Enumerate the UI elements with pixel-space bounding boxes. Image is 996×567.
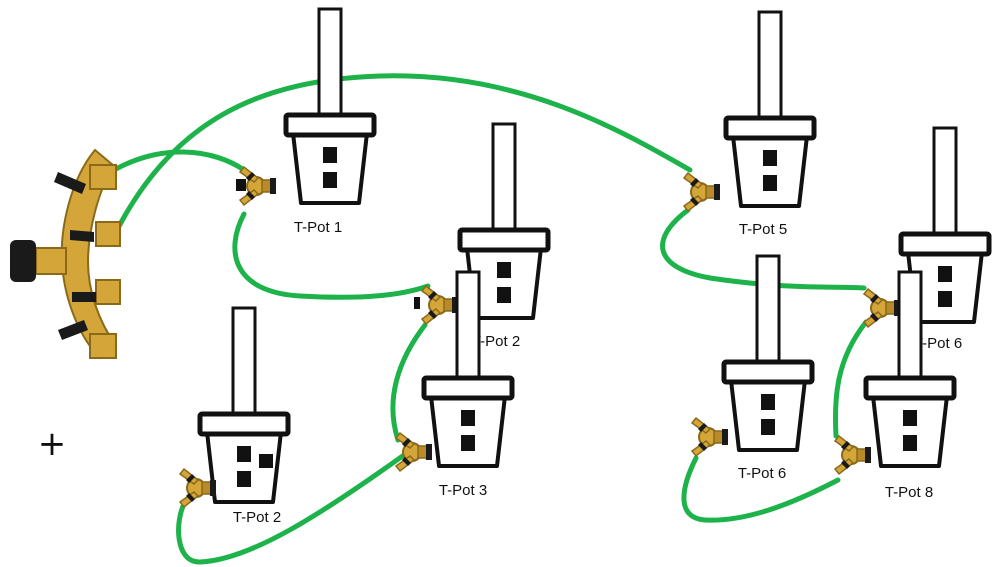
manifold-inlet xyxy=(35,247,67,275)
pot-icon xyxy=(726,12,814,206)
pot-2b-label: T-Pot 2 xyxy=(233,509,281,526)
tube-pot8-to-pot6b xyxy=(681,455,841,523)
manifold-inlet-nut-icon xyxy=(10,240,36,282)
hose-manifold xyxy=(10,148,121,360)
pot-2: T-Pot 2 xyxy=(414,124,548,350)
pot-1: T-Pot 1 xyxy=(236,9,374,236)
pot-2b-mark xyxy=(259,454,273,468)
manifold-handle-3-icon xyxy=(72,292,96,302)
manifold-outlet-1 xyxy=(89,164,117,190)
tube-pot1-to-pot2 xyxy=(232,211,431,300)
tube-manifold-to-pot5 xyxy=(109,73,693,243)
pot-icon xyxy=(286,9,374,203)
pot-5-label: T-Pot 5 xyxy=(739,221,787,238)
pot-6b-label: T-Pot 6 xyxy=(738,465,786,482)
tube-pot3-to-pot2b xyxy=(176,452,407,565)
manifold-handle-4-icon xyxy=(58,320,88,340)
pot-5: T-Pot 5 xyxy=(683,12,814,238)
manifold-outlet-2 xyxy=(95,221,121,247)
supply-tubes xyxy=(101,73,869,565)
splitter-icon xyxy=(421,285,459,325)
manifold-handle-1-icon xyxy=(54,172,86,194)
pot-6-label: T-Pot 6 xyxy=(914,335,962,352)
pot-8-label: T-Pot 8 xyxy=(885,484,933,501)
pot-6: T-Pot 6 xyxy=(863,128,989,352)
manifold-outlet-4 xyxy=(89,333,117,359)
pot-icon xyxy=(200,308,288,502)
tube-end-cap xyxy=(414,297,420,309)
splitter-icon xyxy=(834,435,872,475)
splitter-icon xyxy=(683,172,721,212)
pot-6b: T-Pot 6 xyxy=(691,256,812,482)
splitter-icon xyxy=(691,417,729,457)
tube-end-cap xyxy=(236,179,246,191)
tube-pot2-to-pot3 xyxy=(390,322,428,443)
pot-2b: T-Pot 2 xyxy=(179,308,288,526)
pot-1-label: T-Pot 1 xyxy=(294,219,342,236)
tube-manifold-to-pot1 xyxy=(101,149,247,179)
pot-3-label: T-Pot 3 xyxy=(439,482,487,499)
add-plus-icon[interactable]: + xyxy=(38,424,67,464)
splitter-icon xyxy=(863,288,901,328)
splitter-icon xyxy=(395,432,433,472)
tube-pot6-to-pot8 xyxy=(832,319,869,439)
pot-8: T-Pot 8 xyxy=(834,272,954,501)
manifold-handle-2-icon xyxy=(70,230,94,242)
manifold-outlet-3 xyxy=(95,279,121,305)
pot-2-label: T-Pot 2 xyxy=(472,333,520,350)
tube-pot5-to-pot6 xyxy=(660,207,867,291)
pot-3: T-Pot 3 xyxy=(395,272,512,499)
